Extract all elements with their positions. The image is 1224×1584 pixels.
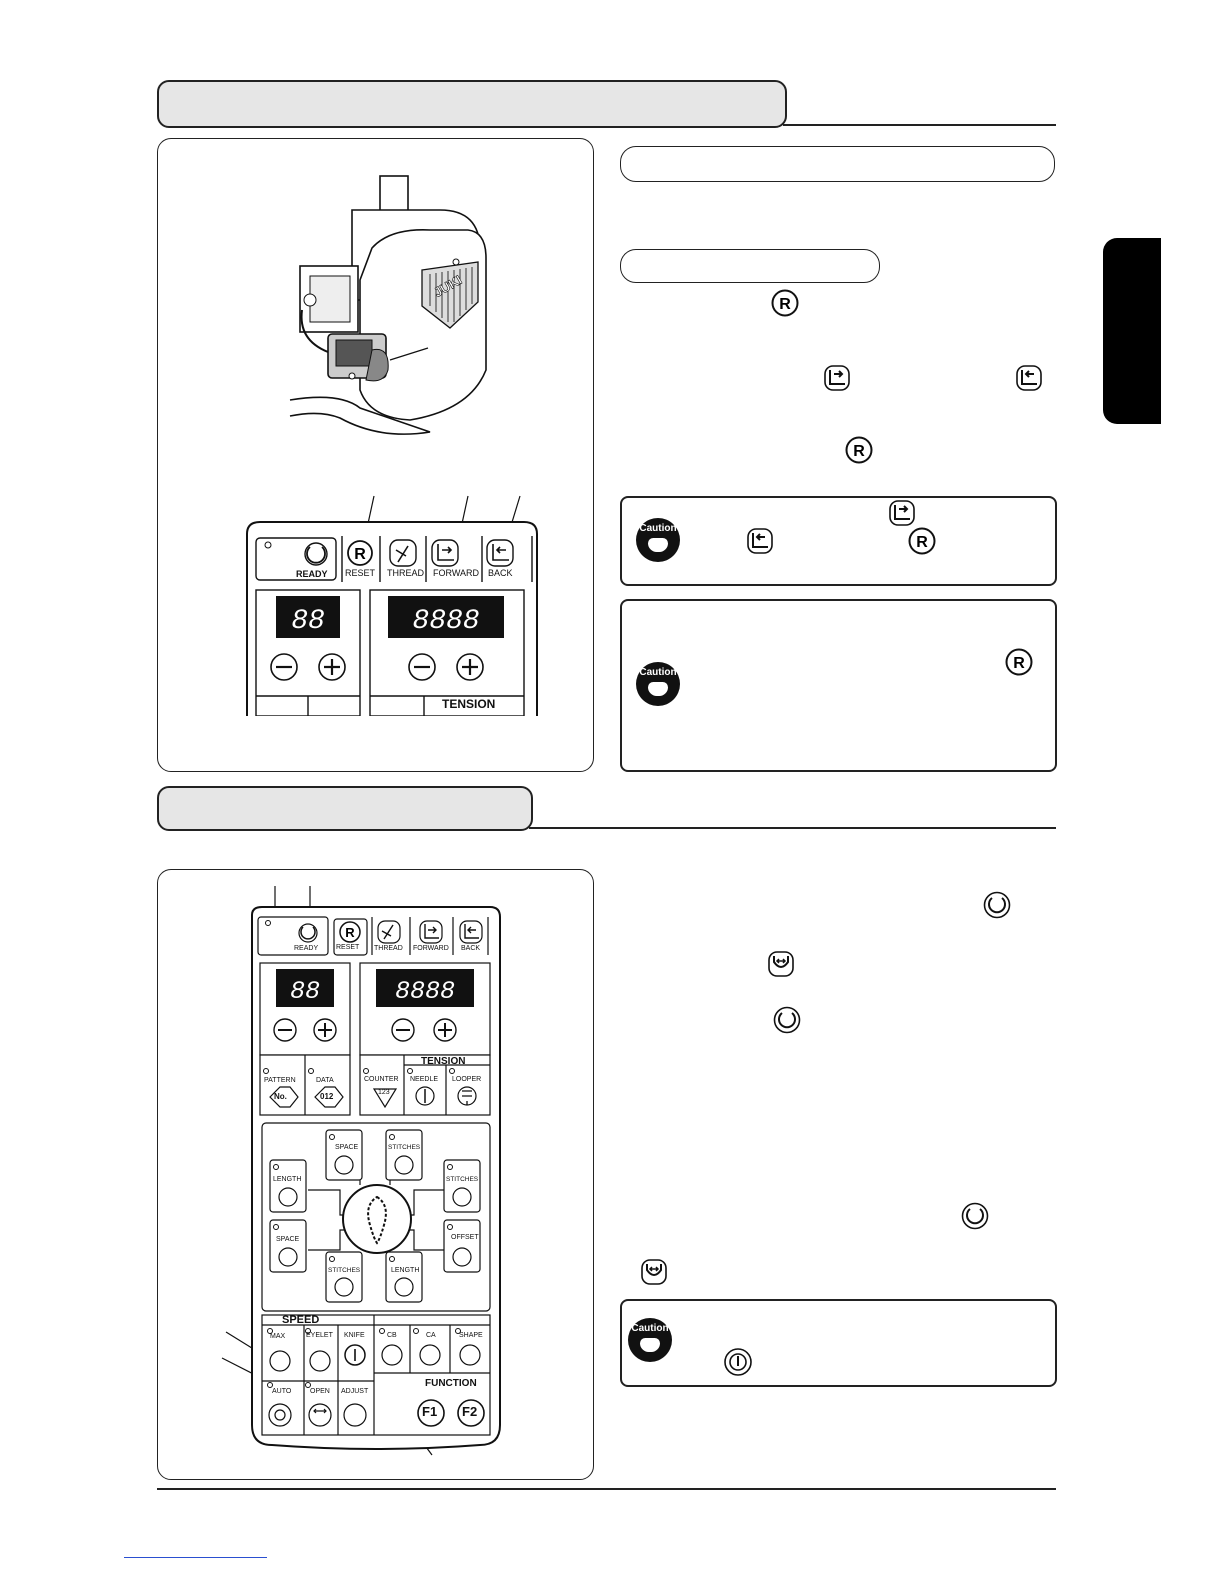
reset-r-icon: R xyxy=(771,289,799,317)
subheading-pill-1 xyxy=(620,146,1055,182)
knife-label: KNIFE xyxy=(344,1332,365,1339)
chapter-tab xyxy=(1103,238,1161,424)
space-top-label: SPACE xyxy=(335,1144,359,1151)
tension-label: TENSION xyxy=(421,1056,466,1067)
forward-label: FORWARD xyxy=(413,945,449,952)
ready-icon xyxy=(983,891,1011,919)
data-label: DATA xyxy=(316,1077,334,1084)
open-icon xyxy=(641,1259,667,1285)
section-rule-2 xyxy=(529,827,1056,829)
pattern-label: PATTERN xyxy=(264,1077,296,1084)
knife-icon xyxy=(724,1348,752,1376)
ready-icon xyxy=(961,1202,989,1230)
needle-label: NEEDLE xyxy=(410,1076,439,1083)
caution-icon: Caution xyxy=(636,518,680,562)
machine-illustration: JUKI xyxy=(289,175,487,435)
space-left-label: SPACE xyxy=(276,1236,300,1243)
svg-text:8888: 8888 xyxy=(412,606,479,637)
subheading-pill-2 xyxy=(620,249,880,283)
thread-label: THREAD xyxy=(387,568,425,578)
svg-text:R: R xyxy=(345,925,355,940)
forward-icon xyxy=(824,365,850,391)
reset-r-icon: R xyxy=(845,436,873,464)
tension-label: TENSION xyxy=(442,697,496,711)
auto-label: AUTO xyxy=(272,1388,292,1395)
open-label: OPEN xyxy=(310,1388,330,1395)
back-label: BACK xyxy=(488,568,513,578)
section-header-bar-2 xyxy=(157,786,533,831)
ca-label: CA xyxy=(426,1332,436,1339)
length-bottom-label: LENGTH xyxy=(391,1267,420,1274)
footer-link-underline xyxy=(124,1557,267,1558)
cb-label: CB xyxy=(387,1332,397,1339)
svg-text:R: R xyxy=(916,534,928,551)
looper-label: LOOPER xyxy=(452,1076,482,1083)
speed-label: SPEED xyxy=(282,1314,320,1326)
svg-text:R: R xyxy=(853,443,865,460)
back-label: BACK xyxy=(461,945,481,952)
operation-panel-top: R 88 8888 READY RESET T xyxy=(246,520,538,717)
max-label: MAX xyxy=(270,1333,286,1340)
forward-icon xyxy=(889,500,915,526)
operation-panel-top-graphic: R 88 8888 xyxy=(246,521,538,717)
back-icon xyxy=(747,528,773,554)
reset-label: RESET xyxy=(345,568,376,578)
stitches-bottom-label: STITCHES xyxy=(328,1267,361,1274)
open-icon xyxy=(768,951,794,977)
reset-label: RESET xyxy=(336,944,360,951)
ready-label: READY xyxy=(296,569,328,579)
caution-box-3 xyxy=(620,1299,1057,1387)
length-left-label: LENGTH xyxy=(273,1176,302,1183)
ready-icon xyxy=(773,1006,801,1034)
stitches-right-label: STITCHES xyxy=(446,1176,479,1183)
offset-right-label: OFFSET xyxy=(451,1234,479,1241)
adjust-label: ADJUST xyxy=(341,1388,369,1395)
operation-panel-full-graphic: R 88 8888 xyxy=(251,906,501,1450)
shape-label: SHAPE xyxy=(459,1332,483,1339)
caution-icon: Caution xyxy=(628,1318,672,1362)
caution-box-2 xyxy=(620,599,1057,772)
data-key-text: 012 xyxy=(320,1092,334,1101)
back-icon xyxy=(1016,365,1042,391)
pattern-key-text: No. xyxy=(274,1092,287,1101)
svg-text:R: R xyxy=(354,546,366,563)
eyelet-label: EYELET xyxy=(306,1332,333,1339)
f1-key-label: F1 xyxy=(422,1404,438,1419)
section-header-bar-1 xyxy=(157,80,787,128)
section-rule-1 xyxy=(783,124,1056,126)
reset-r-icon: R xyxy=(1005,648,1033,676)
function-label: FUNCTION xyxy=(425,1378,477,1389)
operation-panel-full: R 88 8888 xyxy=(250,905,502,1450)
svg-text:88: 88 xyxy=(291,606,325,637)
ready-label: READY xyxy=(294,945,319,952)
stitches-top-label: STITCHES xyxy=(388,1144,421,1151)
reset-r-icon: R xyxy=(908,527,936,555)
f2-key-label: F2 xyxy=(462,1404,478,1419)
svg-text:8888: 8888 xyxy=(395,977,455,1006)
footer-rule xyxy=(157,1488,1056,1490)
counter-key-text: 123 xyxy=(378,1089,390,1096)
caution-icon: Caution xyxy=(636,662,680,706)
counter-label: COUNTER xyxy=(364,1076,399,1083)
svg-text:R: R xyxy=(779,296,791,313)
thread-label: THREAD xyxy=(374,945,403,952)
forward-label: FORWARD xyxy=(433,568,479,578)
caution-box-1 xyxy=(620,496,1057,586)
svg-text:R: R xyxy=(1013,655,1025,672)
svg-text:88: 88 xyxy=(290,977,320,1006)
